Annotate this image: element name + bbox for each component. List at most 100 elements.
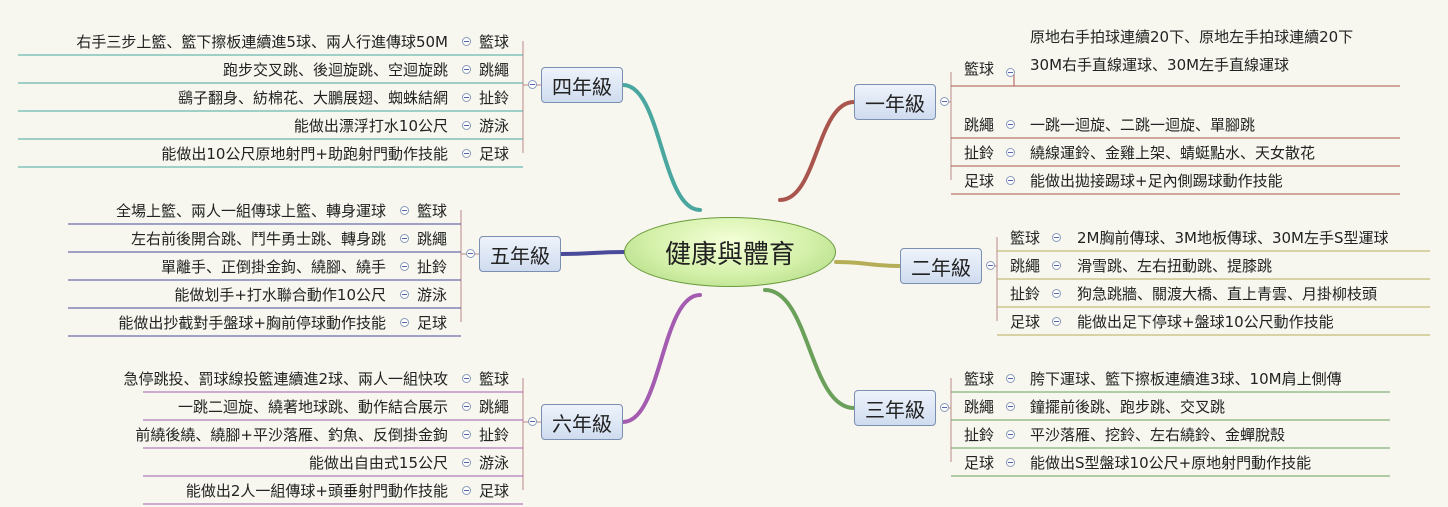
branch-g5 bbox=[559, 250, 627, 256]
sub-topic-label[interactable]: 跳繩 bbox=[964, 116, 995, 134]
sub-topic-label[interactable]: 扯鈴 bbox=[964, 426, 995, 444]
sub-topic-label[interactable]: 跳繩 bbox=[1010, 257, 1041, 275]
collapse-toggle-icon[interactable] bbox=[462, 430, 471, 439]
collapse-toggle-icon[interactable] bbox=[1006, 374, 1015, 383]
grade-node-g5[interactable]: 五年級 bbox=[479, 236, 561, 272]
grade-node-g3[interactable]: 三年級 bbox=[854, 390, 936, 426]
collapse-toggle-icon[interactable] bbox=[986, 261, 995, 270]
grade-node-g2[interactable]: 二年級 bbox=[900, 248, 982, 284]
grade-node-g6[interactable]: 六年級 bbox=[541, 404, 623, 440]
leaf-text: 前繞後繞、繞腳+平沙落雁、釣魚、反倒掛金鉤 bbox=[135, 426, 448, 444]
leaf-text: 急停跳投、罰球線投籃連續進2球、兩人一組快攻 bbox=[123, 370, 448, 388]
leaf-text: 狗急跳牆、關渡大橋、直上青雲、月掛柳枝頭 bbox=[1077, 285, 1378, 303]
collapse-toggle-icon[interactable] bbox=[462, 402, 471, 411]
leaf-text: 胯下運球、籃下擦板連續進3球、10M肩上側傳 bbox=[1030, 370, 1342, 388]
sub-topic-label[interactable]: 扯鈴 bbox=[964, 144, 995, 162]
leaf-text: 單離手、正倒掛金鉤、繞腳、繞手 bbox=[160, 258, 386, 276]
collapse-toggle-icon[interactable] bbox=[940, 403, 949, 412]
collapse-toggle-icon[interactable] bbox=[1052, 289, 1061, 298]
sub-topic-label[interactable]: 足球 bbox=[479, 145, 510, 163]
leaf-text: 能做划手+打水聯合動作10公尺 bbox=[174, 286, 386, 304]
collapse-toggle-icon[interactable] bbox=[1052, 317, 1061, 326]
sub-topic-label[interactable]: 籃球 bbox=[1010, 229, 1041, 247]
collapse-toggle-icon[interactable] bbox=[528, 417, 537, 426]
collapse-toggle-icon[interactable] bbox=[1006, 68, 1015, 77]
collapse-toggle-icon[interactable] bbox=[1052, 261, 1061, 270]
sub-topic-label[interactable]: 扯鈴 bbox=[479, 426, 510, 444]
collapse-toggle-icon[interactable] bbox=[1052, 233, 1061, 242]
leaf-text: 2M胸前傳球、3M地板傳球、30M左手S型運球 bbox=[1077, 229, 1389, 247]
collapse-toggle-icon[interactable] bbox=[462, 458, 471, 467]
sub-topic-label[interactable]: 跳繩 bbox=[417, 230, 448, 248]
collapse-toggle-icon[interactable] bbox=[1006, 402, 1015, 411]
collapse-toggle-icon[interactable] bbox=[400, 234, 409, 243]
leaf-text: 能做出抄截對手盤球+胸前停球動作技能 bbox=[118, 314, 386, 332]
sub-topic-label[interactable]: 籃球 bbox=[417, 202, 448, 220]
sub-topic-label[interactable]: 跳繩 bbox=[479, 61, 510, 79]
leaf-text: 左右前後開合跳、鬥牛勇士跳、轉身跳 bbox=[130, 230, 386, 248]
leaf-text: 能做出足下停球+盤球10公尺動作技能 bbox=[1077, 313, 1334, 331]
leaf-text: 鐘擺前後跳、跑步跳、交叉跳 bbox=[1030, 398, 1226, 416]
leaf-text: 一跳二迴旋、繞著地球跳、動作結合展示 bbox=[177, 398, 448, 416]
leaf-text: 能做出漂浮打水10公尺 bbox=[293, 117, 448, 135]
sub-topic-label[interactable]: 足球 bbox=[964, 172, 995, 190]
collapse-toggle-icon[interactable] bbox=[1006, 148, 1015, 157]
leaf-text: 跑步交叉跳、後迴旋跳、空迴旋跳 bbox=[222, 61, 448, 79]
collapse-toggle-icon[interactable] bbox=[462, 486, 471, 495]
sub-topic-label[interactable]: 足球 bbox=[479, 482, 510, 500]
branch-g2 bbox=[834, 260, 902, 268]
leaf-text: 鷂子翻身、紡棉花、大鵬展翅、蜘蛛結網 bbox=[177, 89, 448, 107]
collapse-toggle-icon[interactable] bbox=[1006, 430, 1015, 439]
collapse-toggle-icon[interactable] bbox=[466, 249, 475, 258]
leaf-text: 能做出自由式15公尺 bbox=[308, 454, 448, 472]
sub-topic-label[interactable]: 游泳 bbox=[479, 454, 510, 472]
sub-topic-label[interactable]: 游泳 bbox=[479, 117, 510, 135]
sub-topic-label[interactable]: 足球 bbox=[1010, 313, 1041, 331]
branch-g4 bbox=[621, 83, 702, 212]
leaf-text: 滑雪跳、左右扭動跳、提膝跳 bbox=[1077, 257, 1273, 275]
collapse-toggle-icon[interactable] bbox=[400, 290, 409, 299]
collapse-toggle-icon[interactable] bbox=[462, 65, 471, 74]
leaf-text: 能做出10公尺原地射門+助跑射門動作技能 bbox=[161, 145, 448, 163]
collapse-toggle-icon[interactable] bbox=[462, 37, 471, 46]
branch-g1 bbox=[778, 100, 856, 202]
collapse-toggle-icon[interactable] bbox=[400, 318, 409, 327]
central-topic[interactable]: 健康與體育 bbox=[624, 217, 836, 287]
branch-g6 bbox=[621, 293, 702, 424]
sub-topic-label[interactable]: 跳繩 bbox=[964, 398, 995, 416]
collapse-toggle-icon[interactable] bbox=[400, 262, 409, 271]
collapse-toggle-icon[interactable] bbox=[940, 97, 949, 106]
collapse-toggle-icon[interactable] bbox=[400, 206, 409, 215]
sub-topic-label[interactable]: 籃球 bbox=[964, 60, 995, 78]
collapse-toggle-icon[interactable] bbox=[462, 374, 471, 383]
sub-topic-label[interactable]: 足球 bbox=[964, 454, 995, 472]
sub-topic-label[interactable]: 跳繩 bbox=[479, 398, 510, 416]
collapse-toggle-icon[interactable] bbox=[462, 149, 471, 158]
leaf-text: 30M右手直線運球、30M左手直線運球 bbox=[1030, 56, 1290, 74]
grade-node-g4[interactable]: 四年級 bbox=[541, 67, 623, 103]
sub-topic-label[interactable]: 籃球 bbox=[964, 370, 995, 388]
sub-topic-label[interactable]: 扯鈴 bbox=[1010, 285, 1041, 303]
leaf-text: 全場上籃、兩人一組傳球上籃、轉身運球 bbox=[115, 202, 386, 220]
collapse-toggle-icon[interactable] bbox=[1006, 176, 1015, 185]
collapse-toggle-icon[interactable] bbox=[528, 80, 537, 89]
leaf-text: 能做出拋接踢球+足內側踢球動作技能 bbox=[1030, 172, 1283, 190]
leaf-text: 一跳一迴旋、二跳一迴旋、單腳跳 bbox=[1030, 116, 1256, 134]
leaf-text: 繞線運鈴、金雞上架、蜻蜓點水、天女散花 bbox=[1030, 144, 1316, 162]
grade-node-g1[interactable]: 一年級 bbox=[854, 84, 936, 120]
branch-g3 bbox=[763, 288, 856, 410]
collapse-toggle-icon[interactable] bbox=[462, 93, 471, 102]
collapse-toggle-icon[interactable] bbox=[1006, 120, 1015, 129]
sub-topic-label[interactable]: 足球 bbox=[417, 314, 448, 332]
collapse-toggle-icon[interactable] bbox=[462, 121, 471, 130]
sub-topic-label[interactable]: 扯鈴 bbox=[417, 258, 448, 276]
sub-topic-label[interactable]: 游泳 bbox=[417, 286, 448, 304]
sub-topic-label[interactable]: 籃球 bbox=[479, 370, 510, 388]
leaf-text: 能做出S型盤球10公尺+原地射門動作技能 bbox=[1030, 454, 1312, 472]
sub-topic-label[interactable]: 扯鈴 bbox=[479, 89, 510, 107]
sub-topic-label[interactable]: 籃球 bbox=[479, 33, 510, 51]
collapse-toggle-icon[interactable] bbox=[1006, 458, 1015, 467]
leaf-text: 右手三步上籃、籃下擦板連續進5球、兩人行進傳球50M bbox=[76, 33, 448, 51]
